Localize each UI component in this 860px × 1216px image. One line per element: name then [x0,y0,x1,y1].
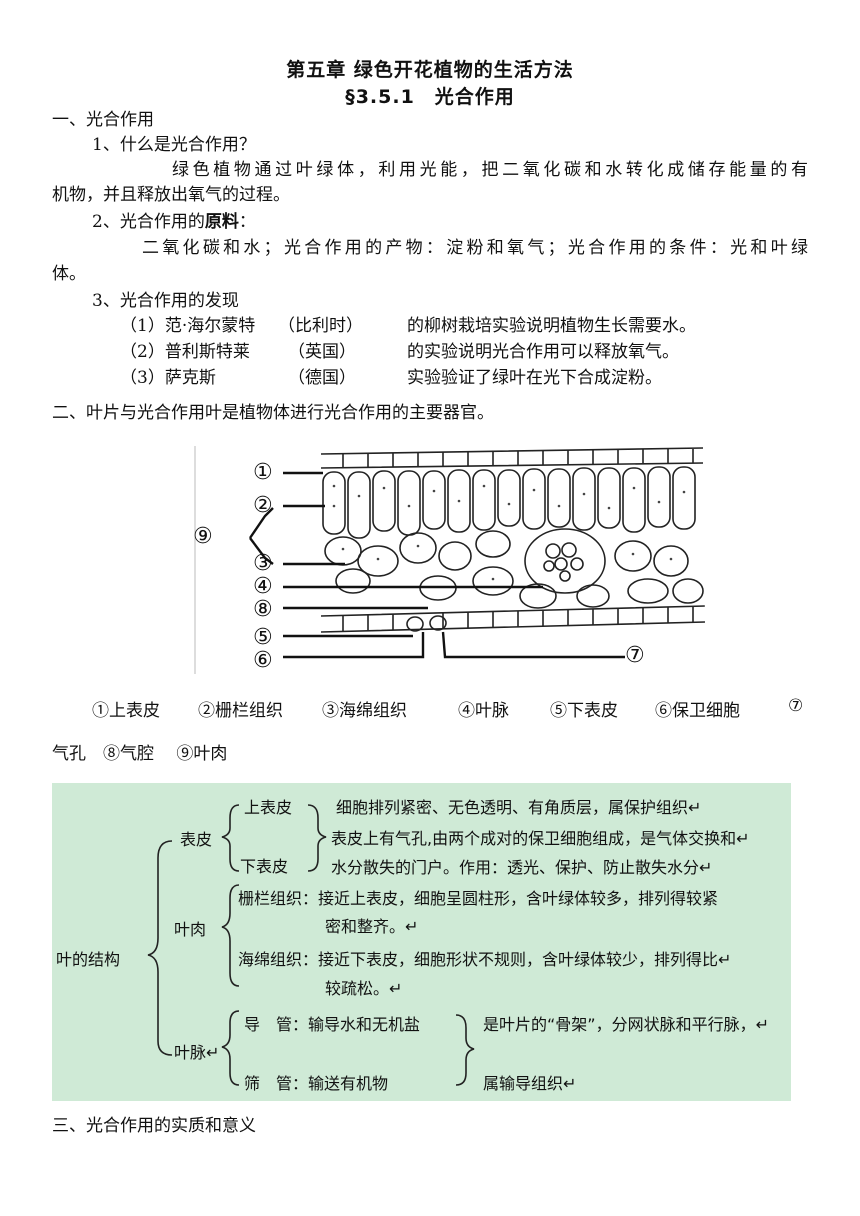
epidermis-desc-3: 水分散失的门户。作用：透光、保护、防止散失水分↵ [331,858,713,877]
lower-epidermis-cells [342,606,694,632]
palisade-cells [322,466,696,539]
xylem-desc: 导 管：输导水和无机盐 [244,1015,421,1034]
discovery-1-country: （比利时） [278,316,363,336]
discovery-2-name: （2）普利斯特莱 [120,342,250,362]
upper-epidermis-cells [342,449,694,468]
label-9: ⑨ [193,524,213,549]
discovery-1-desc: 的柳树栽培实验说明植物生长需要水。 [407,316,696,336]
root-label: 叶的结构 [56,950,121,969]
legend-palisade: ②栅栏组织 [198,701,283,721]
epidermis-desc-2: 表皮上有气孔,由两个成对的保卫细胞组成，是气体交换和↵ [331,829,750,848]
label-2: ② [253,493,273,518]
vein-role-1: 是叶片的“骨架”，分网状脉和平行脉，↵ [483,1015,769,1034]
spongy-cells [324,530,704,609]
label-leader-lines [249,471,625,659]
spongy-desc-2: 较疏松。↵ [325,979,403,998]
palisade-desc-1: 栅栏组织：接近上表皮，细胞呈圆柱形，含叶绿体较多，排列得较紧 [238,889,719,908]
discovery-3-desc: 实验验证了绿叶在光下合成淀粉。 [407,368,662,388]
leaf-cross-section-diagram [194,446,705,674]
epidermis-label: 表皮 [180,830,213,849]
discovery-1-name: （1）范·海尔蒙特 [120,316,256,336]
discovery-3-country: （德国） [288,368,356,388]
q2-prefix: 2、光合作用的 [92,212,205,232]
legend-lower-epidermis: ⑤下表皮 [550,701,618,721]
chapter-title: 第五章 绿色开花植物的生活方法 [286,59,574,81]
label-1: ① [253,460,273,485]
discovery-3-name: （3）萨克斯 [120,368,216,388]
vein-label: 叶脉↵ [174,1043,220,1062]
spongy-desc-1: 海绵组织：接近下表皮，细胞形状不规则，含叶绿体较少，排列得比↵ [238,950,732,969]
vein-role-2: 属输导组织↵ [483,1074,577,1093]
summary-brackets [147,804,475,1086]
q1-body-line1: 绿色植物通过叶绿体，利用光能，把二氧化碳和水转化成储存能量的有 [172,160,808,180]
label-6: ⑥ [253,648,273,673]
chloroplast-dots [332,484,686,581]
label-5: ⑤ [253,625,273,650]
legend-guard-cells: ⑥保卫细胞 [655,701,740,721]
q2-body-line2: 体。 [52,264,86,284]
discovery-2-country: （英国） [288,342,356,362]
leaf-structure-summary: 叶的结构 表皮 上表皮 下表皮 细胞排列紧密、无色透明、有角质层，属保护组织↵ … [52,783,791,1101]
question-3: 3、光合作用的发现 [92,291,239,311]
label-8: ⑧ [253,597,273,622]
q2-suffix: ： [238,212,256,232]
phloem-desc: 筛 管：输送有机物 [244,1074,389,1093]
epidermis-desc-1: 细胞排列紧密、无色透明、有角质层，属保护组织↵ [336,798,702,817]
label-4: ④ [253,574,273,599]
section-1-heading: 一、光合作用 [52,110,154,130]
section-3-heading: 三、光合作用的实质和意义 [52,1116,256,1136]
section-2-heading: 二、叶片与光合作用叶是植物体进行光合作用的主要器官。 [52,403,494,423]
discovery-2-desc: 的实验说明光合作用可以释放氧气。 [407,342,679,362]
lower-epidermis-label: 下表皮 [240,857,289,876]
upper-epidermis-label: 上表皮 [244,798,293,817]
legend-line2: 气孔 ⑧气腔 ⑨叶肉 [52,744,228,764]
mesophyll-label: 叶肉 [174,920,207,939]
q2-bold-raw: 原料 [204,212,239,232]
vein-bundle [524,528,606,594]
label-7: ⑦ [625,643,645,668]
legend-vein: ④叶脉 [458,701,509,721]
question-1: 1、什么是光合作用？ [92,135,256,155]
q2-body-line1: 二氧化碳和水；光合作用的产物：淀粉和氧气；光合作用的条件：光和叶绿 [142,238,808,258]
legend-upper-epidermis: ①上表皮 [92,701,160,721]
guard-cells [406,615,447,632]
legend-spongy: ③海绵组织 [322,701,407,721]
label-3: ③ [253,551,273,576]
question-2: 2、光合作用的原料： [92,210,256,234]
section-title: §3.5.1 光合作用 [345,86,515,108]
palisade-desc-2: 密和整齐。↵ [325,917,419,936]
q1-body-line2: 机物，并且释放出氧气的过程。 [52,185,290,205]
legend-7: ⑦ [788,696,804,716]
